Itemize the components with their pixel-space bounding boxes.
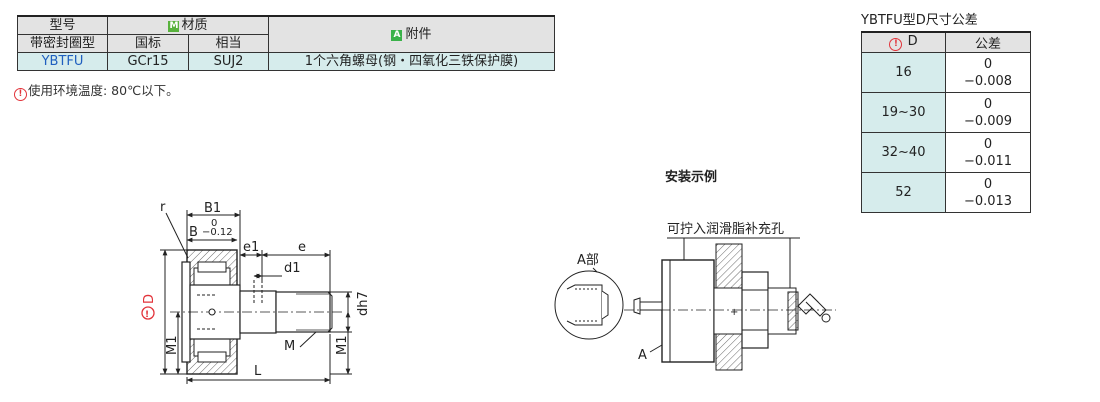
- tolerance-d-cell: 19~30: [861, 92, 946, 133]
- dim-d: D: [142, 294, 157, 304]
- national-std-header: 国标: [107, 34, 189, 53]
- svg-text:+: +: [730, 307, 738, 318]
- dim-l: L: [254, 364, 262, 379]
- tolerance-value-cell: 0−0.009: [945, 92, 1031, 133]
- dim-m: M: [284, 339, 295, 354]
- temperature-note-text: 使用环境温度: 80℃以下。: [28, 83, 179, 98]
- install-example-title: 安装示例: [665, 170, 718, 185]
- tolerance-value-cell: 0−0.013: [945, 172, 1031, 213]
- accessory-tag-icon: A: [391, 29, 403, 41]
- dim-dh7: dh7: [356, 291, 371, 316]
- tolerance-table: ! D 公差 16 0−0.008 19~30 0−0.009 32~40 0−…: [861, 31, 1031, 213]
- model-cell: YBTFU: [17, 52, 108, 71]
- oil-hole-label: 可拧入润滑脂补充孔: [667, 221, 784, 237]
- tolerance-title: YBTFU型D尺寸公差: [861, 13, 978, 28]
- table-row: 52 0−0.013: [861, 172, 1031, 213]
- temperature-note: !使用环境温度: 80℃以下。: [14, 80, 179, 101]
- detail-label: A部: [577, 253, 599, 268]
- dim-d1: d1: [284, 261, 301, 276]
- tolerance-value-header: 公差: [945, 31, 1031, 53]
- dim-m1-left: M1: [165, 336, 180, 356]
- accessory-cell: 1个六角螺母(钢・四氧化三铁保护膜): [268, 52, 555, 71]
- material-tag-icon: M: [168, 20, 180, 32]
- install-example-drawing: A部 + 可拧入润滑脂补充孔 A: [554, 221, 836, 371]
- equivalent-header: 相当: [188, 34, 269, 53]
- table-row: 19~30 0−0.009: [861, 92, 1031, 133]
- dim-b1: B1: [204, 201, 221, 216]
- table-row: 32~40 0−0.011: [861, 132, 1031, 173]
- equivalent-cell: SUJ2: [188, 52, 269, 71]
- tolerance-d-cell: 52: [861, 172, 946, 213]
- warning-icon: !: [145, 310, 149, 320]
- tolerance-value-cell: 0−0.008: [945, 52, 1031, 93]
- table-row: 16 0−0.008: [861, 52, 1031, 93]
- tolerance-d-cell: 16: [861, 52, 946, 93]
- a-label: A: [638, 348, 647, 363]
- warning-icon: !: [14, 88, 27, 101]
- seal-type-header: 带密封圈型: [17, 34, 108, 53]
- dim-m1-right: M1: [335, 336, 350, 356]
- cam-follower-drawing: B1 B 0 −0.12 r e1 e d1 dh7 ! D M1: [141, 200, 371, 384]
- dim-e1: e1: [243, 240, 259, 255]
- dim-b: B: [189, 225, 198, 240]
- dim-b-tol-lower: −0.12: [202, 227, 233, 238]
- tolerance-d-cell: 32~40: [861, 132, 946, 173]
- tolerance-value-cell: 0−0.011: [945, 132, 1031, 173]
- dim-r: r: [160, 200, 166, 215]
- warning-icon: !: [889, 38, 903, 51]
- dim-b-tol-upper: 0: [211, 218, 217, 229]
- model-header: 型号: [17, 15, 108, 35]
- dim-e: e: [298, 240, 306, 255]
